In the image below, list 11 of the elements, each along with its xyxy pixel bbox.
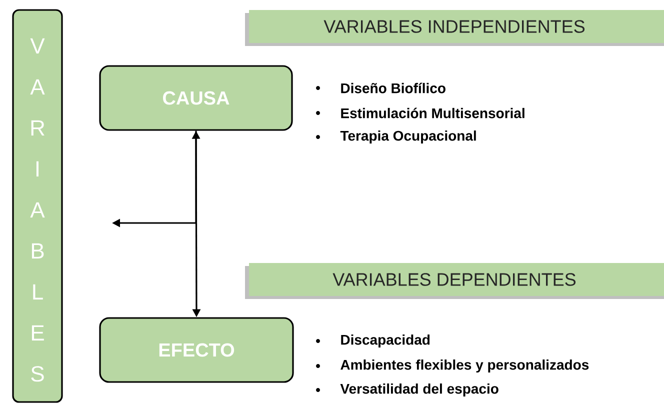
process-box: CAUSA <box>99 65 293 131</box>
header-band: VARIABLES DEPENDIENTES <box>245 263 664 299</box>
bullet-item: Diseño Biofílico <box>316 82 446 94</box>
vertical-title-box: VARIABLES <box>12 9 63 403</box>
bullet-item: Terapia Ocupacional <box>316 130 476 144</box>
header-band: VARIABLES INDEPENDIENTES <box>245 10 664 46</box>
bullet-item: Discapacidad <box>316 334 430 348</box>
bullet-item: Estimulación Multisensorial <box>316 108 524 118</box>
bullet-item: Versatilidad del espacio <box>316 383 498 397</box>
process-box: EFECTO <box>99 317 294 383</box>
bullet-item: Ambientes flexibles y personalizados <box>316 359 589 373</box>
